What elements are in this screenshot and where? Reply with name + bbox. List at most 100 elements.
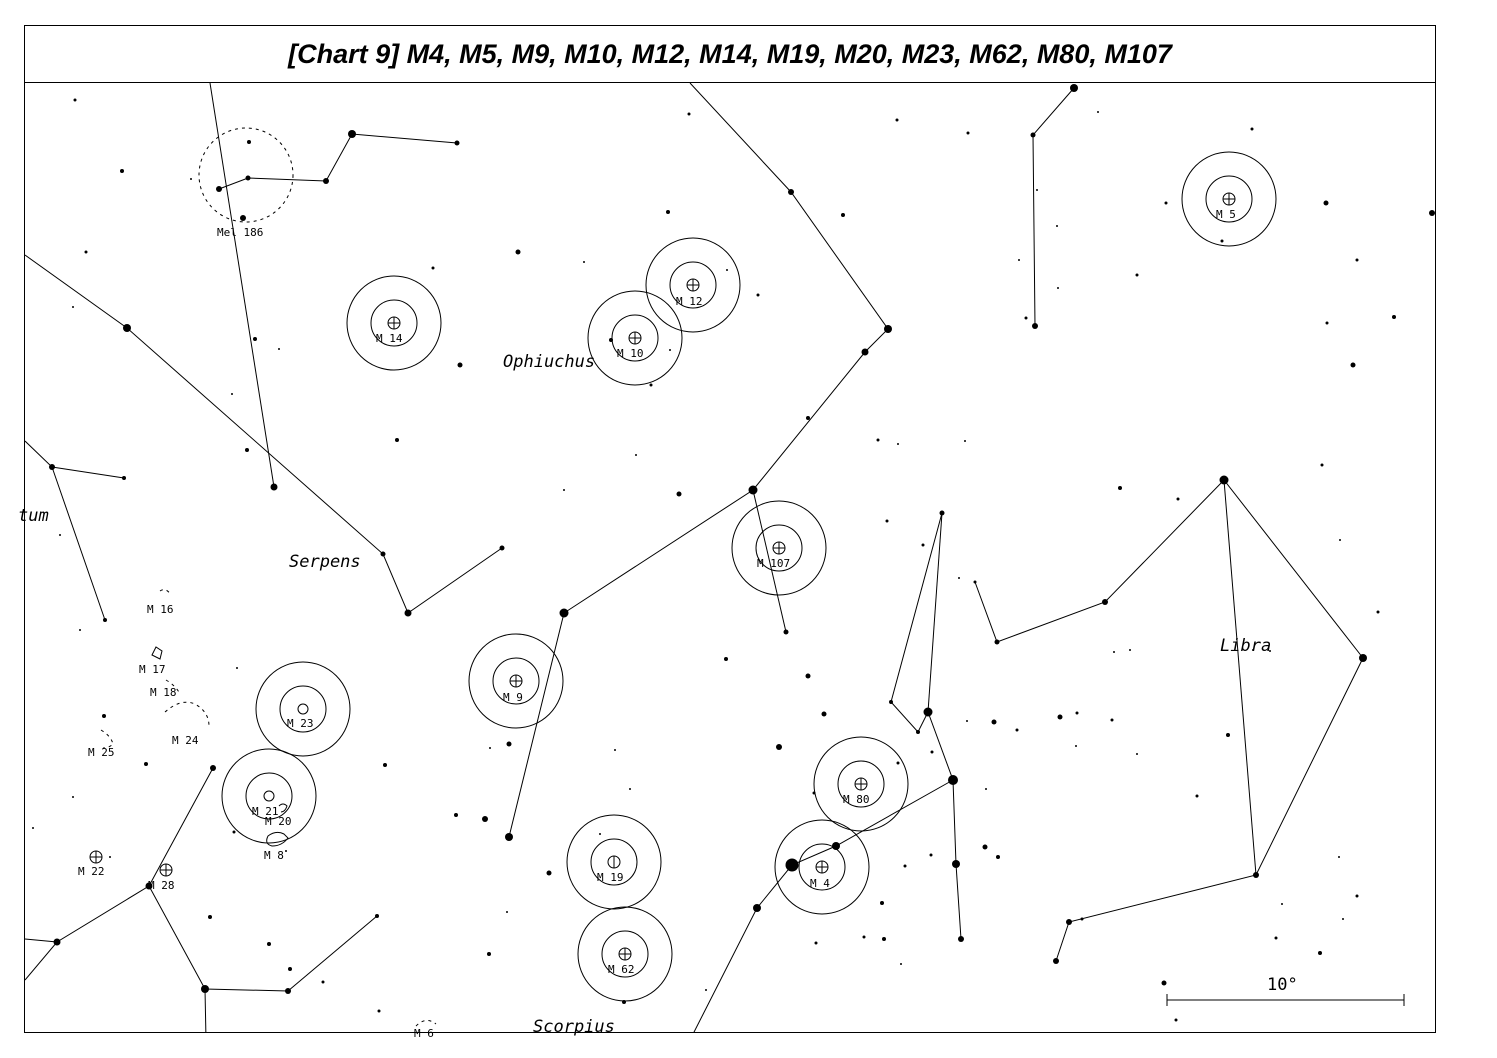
star — [806, 416, 810, 420]
star — [145, 882, 153, 890]
star — [629, 788, 631, 790]
label-m9: M 9 — [503, 691, 523, 704]
star — [916, 730, 920, 734]
star — [880, 901, 884, 905]
star — [506, 741, 512, 747]
object-labels: Mel 186 M 14 M 10 M 12 M 5 M 107 M 9 M 2… — [78, 208, 1236, 1040]
star — [832, 842, 840, 850]
label-m20: M 20 — [265, 815, 292, 828]
star — [783, 629, 789, 635]
star — [994, 639, 1000, 645]
star-chart: [Chart 9] M4, M5, M9, M10, M12, M14, M19… — [24, 25, 1436, 1033]
star — [876, 438, 880, 442]
star — [482, 816, 488, 822]
star — [84, 250, 88, 254]
star — [929, 853, 933, 857]
star — [812, 791, 816, 795]
star — [285, 850, 287, 852]
star — [882, 937, 886, 941]
star — [1429, 210, 1435, 216]
star — [583, 261, 585, 263]
star — [122, 476, 126, 480]
star — [348, 130, 356, 138]
star — [1392, 315, 1396, 319]
star — [622, 1000, 626, 1004]
star — [404, 609, 412, 617]
star — [1359, 654, 1367, 662]
star — [144, 762, 148, 766]
label-m12: M 12 — [676, 295, 703, 308]
star — [240, 215, 246, 221]
star — [788, 189, 794, 195]
star — [72, 306, 74, 308]
label-m16: M 16 — [147, 603, 174, 616]
star — [705, 989, 707, 991]
star — [321, 980, 325, 984]
star — [109, 856, 111, 858]
star — [756, 293, 760, 297]
star — [609, 338, 613, 342]
star — [380, 551, 386, 557]
star — [489, 747, 491, 749]
star — [599, 833, 601, 835]
star — [1176, 497, 1180, 501]
star — [1102, 599, 1108, 605]
label-m24: M 24 — [172, 734, 199, 747]
star — [245, 448, 249, 452]
star — [559, 608, 569, 618]
target-rings — [221, 151, 1277, 1002]
star — [1075, 745, 1077, 747]
star — [1135, 273, 1139, 277]
label-m8: M 8 — [264, 849, 284, 862]
star — [123, 324, 131, 332]
scale-bar: 10° — [1166, 975, 1405, 1006]
star — [982, 844, 988, 850]
star — [903, 864, 907, 868]
star — [487, 952, 491, 956]
star — [253, 337, 257, 341]
star — [1355, 258, 1359, 262]
star — [102, 714, 106, 718]
star — [1342, 918, 1344, 920]
label-m6: M 6 — [414, 1027, 434, 1040]
star — [1056, 225, 1058, 227]
label-mel186: Mel 186 — [217, 226, 263, 239]
star — [1097, 111, 1099, 113]
stars — [32, 84, 1435, 1022]
label-m4: M 4 — [810, 877, 830, 890]
star — [1024, 316, 1028, 320]
star — [1174, 1018, 1178, 1022]
star — [753, 904, 761, 912]
star — [247, 140, 251, 144]
star — [1253, 872, 1259, 878]
star — [805, 673, 811, 679]
star — [1018, 259, 1020, 261]
star — [614, 749, 616, 751]
star — [1320, 463, 1324, 467]
star — [1226, 733, 1230, 737]
star — [1219, 475, 1229, 485]
star — [1015, 728, 1019, 732]
star — [724, 657, 728, 661]
star — [889, 700, 893, 704]
star — [270, 483, 278, 491]
star — [505, 833, 513, 841]
star — [278, 348, 280, 350]
star — [952, 860, 960, 868]
star — [59, 534, 61, 536]
star — [232, 830, 236, 834]
label-m10: M 10 — [617, 347, 644, 360]
star — [1070, 84, 1078, 92]
star — [939, 510, 945, 516]
star — [1057, 714, 1063, 720]
constellation-labels: Ophiuchus Serpens Scorpius Libra tum — [18, 352, 1271, 1037]
star — [1376, 610, 1380, 614]
star — [1250, 127, 1254, 131]
star — [454, 140, 460, 146]
star — [323, 178, 329, 184]
label-m23: M 23 — [287, 717, 314, 730]
star — [377, 1009, 381, 1013]
star — [666, 210, 670, 214]
star — [53, 938, 61, 946]
